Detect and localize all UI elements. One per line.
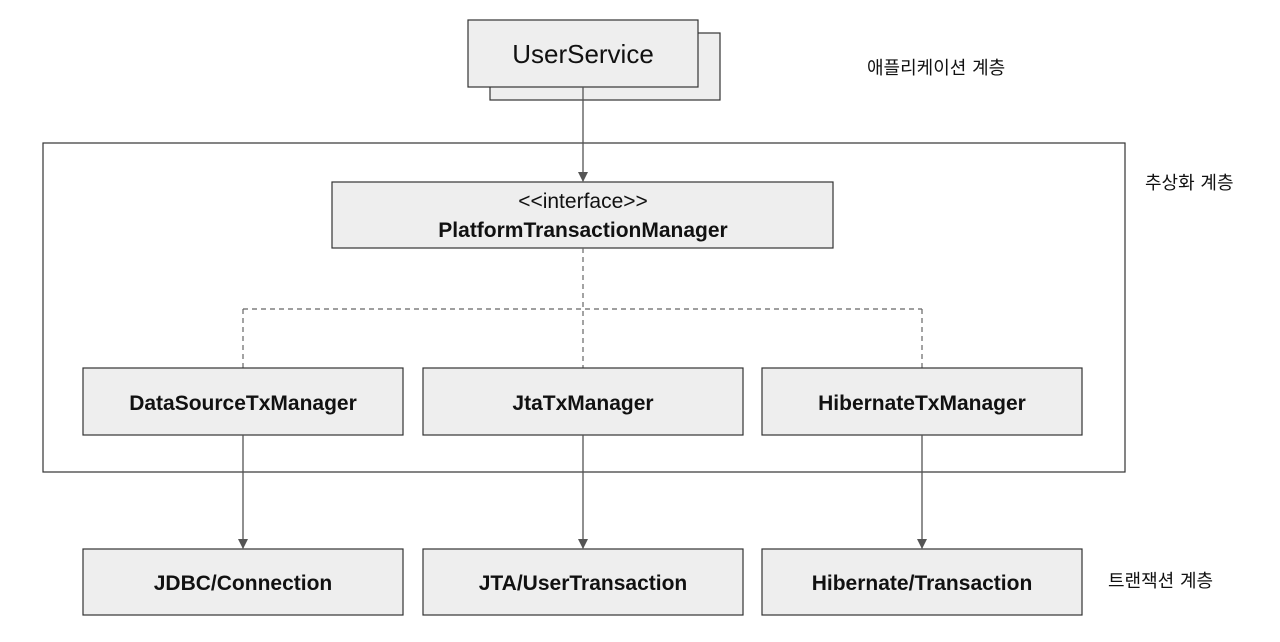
transaction-layer-label: 트랜잭션 계층 <box>1108 571 1213 592</box>
user-service-box <box>467 19 699 88</box>
user-service-label: UserService <box>512 39 654 69</box>
implementation-node-jta[interactable]: JtaTxManager <box>422 367 744 436</box>
abstraction-layer-label: 추상화 계층 <box>1145 173 1234 194</box>
transaction-box <box>761 548 1083 616</box>
implementation-node-hibernate[interactable]: HibernateTxManager <box>761 367 1083 436</box>
realization-connectors <box>242 248 923 368</box>
implementation-label: DataSourceTxManager <box>129 392 357 415</box>
transaction-box <box>82 548 404 616</box>
implementation-box <box>82 367 404 436</box>
implementation-box <box>761 367 1083 436</box>
user-service-node[interactable]: UserService <box>467 19 721 101</box>
transaction-node-jdbc[interactable]: JDBC/Connection <box>82 548 404 616</box>
transaction-label: JDBC/Connection <box>154 572 333 595</box>
transaction-box <box>422 548 744 616</box>
abstraction-layer-frame <box>42 142 1126 473</box>
interface-box <box>331 181 834 249</box>
implementation-box <box>422 367 744 436</box>
transaction-node-jta[interactable]: JTA/UserTransaction <box>422 548 744 616</box>
transaction-label: JTA/UserTransaction <box>479 572 688 595</box>
implementation-label: JtaTxManager <box>512 392 653 415</box>
application-layer-label: 애플리케이션 계층 <box>867 58 1005 79</box>
interface-stereotype: <<interface>> <box>518 190 648 213</box>
transaction-label: Hibernate/Transaction <box>812 572 1033 595</box>
implementation-label: HibernateTxManager <box>818 392 1026 415</box>
transaction-node-hibernate[interactable]: Hibernate/Transaction <box>761 548 1083 616</box>
implementation-node-datasource[interactable]: DataSourceTxManager <box>82 367 404 436</box>
interface-name: PlatformTransactionManager <box>438 219 727 242</box>
interface-node[interactable]: <<interface>> PlatformTransactionManager <box>331 181 834 249</box>
